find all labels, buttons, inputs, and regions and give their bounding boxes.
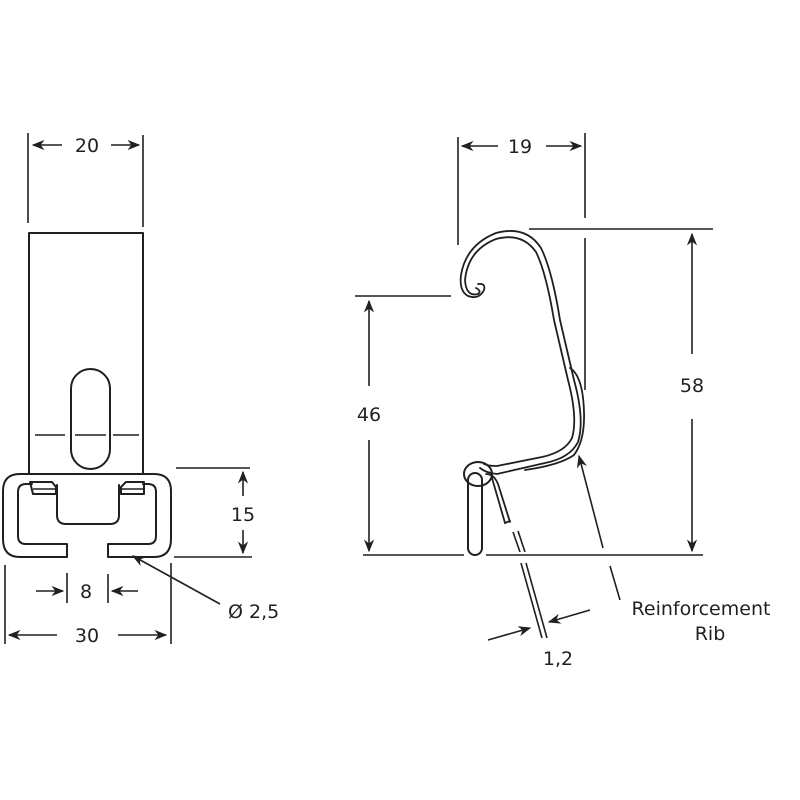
dim-wire-thickness: 1,2 — [543, 648, 573, 670]
dim-hole-diameter: Ø 2,5 — [228, 601, 279, 623]
dimension-arrow — [547, 609, 591, 624]
channel-left — [2, 473, 68, 558]
wire-section — [525, 562, 548, 639]
reinforcement-rib — [524, 367, 585, 471]
dim-width-top: 20 — [75, 135, 99, 157]
hook-wire-inner — [464, 236, 576, 467]
wire-leg — [467, 472, 483, 556]
wire-eye — [463, 461, 493, 487]
break-line — [512, 531, 521, 553]
dimension-arrow — [487, 626, 532, 641]
wire-section — [520, 562, 543, 639]
dim-height-58: 58 — [680, 375, 704, 397]
dim-slot-width: 8 — [80, 581, 92, 603]
dim-height-46: 46 — [357, 404, 381, 426]
lug-left — [29, 481, 57, 495]
channel-right — [28, 473, 172, 558]
clip-plate — [28, 232, 144, 474]
front-view: 20 15 8 30 — [2, 133, 279, 647]
rib-label-line1: Reinforcement — [632, 598, 771, 620]
leg-end — [504, 520, 511, 524]
leader-line — [131, 555, 221, 605]
rib-label-line2: Rib — [695, 623, 726, 645]
plate-slot — [70, 368, 111, 470]
leader-line — [609, 565, 621, 601]
dim-hook-width: 19 — [508, 136, 532, 158]
dim-overall-width: 30 — [75, 625, 99, 647]
dim-channel-height: 15 — [231, 504, 255, 526]
channel-tab — [56, 484, 120, 525]
lug-right — [120, 481, 145, 495]
break-line — [517, 530, 526, 553]
hook-wire-outer — [459, 230, 582, 475]
diagonal-leg — [485, 473, 511, 524]
leader-line — [576, 454, 604, 549]
side-view: 19 1,2 46 58 — [355, 133, 770, 670]
